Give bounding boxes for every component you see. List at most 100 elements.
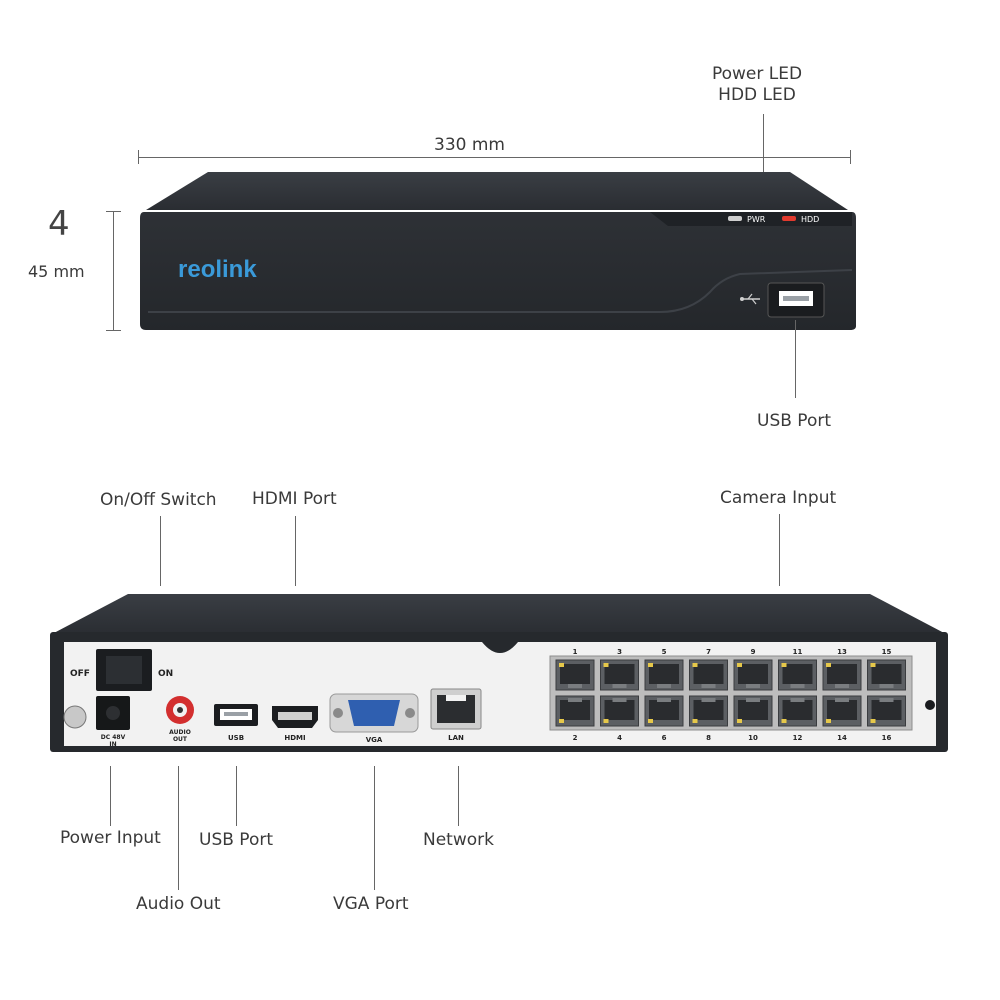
width-dimension-line xyxy=(138,157,850,158)
hdd-led-label: HDD LED xyxy=(718,85,796,105)
vga-callout-line xyxy=(374,766,375,890)
power-switch-rocker xyxy=(106,656,142,684)
audio-out-label: Audio Out xyxy=(136,894,221,914)
nvr-front-unit: PWR HDD reolink xyxy=(140,172,856,330)
audio-text-line2: OUT xyxy=(173,736,188,743)
audio-out-pin xyxy=(177,707,183,713)
camera-port-number-12: 12 xyxy=(793,734,803,742)
height-digit: 4 xyxy=(48,204,70,244)
lan-text: LAN xyxy=(448,734,464,742)
hdd-text: HDD xyxy=(801,215,819,224)
hdmi-text: HDMI xyxy=(284,734,305,742)
front-face-contour xyxy=(148,269,853,313)
camera-port-number-15: 15 xyxy=(882,648,892,656)
camera-port-number-2: 2 xyxy=(573,734,578,742)
camera-input-ports xyxy=(555,659,906,727)
onoff-callout-line xyxy=(160,516,161,586)
dc-text-line1: DC 48V xyxy=(101,734,126,741)
hdmi-callout-line xyxy=(295,516,296,586)
usb-text: USB xyxy=(228,734,244,742)
height-dimension-line xyxy=(113,211,114,331)
hdmi-port-label: HDMI Port xyxy=(252,489,337,509)
camera-port-15[interactable] xyxy=(867,659,906,691)
nvr-back-unit: OFF ON DC 48V IN AUDIO OUT USB HDMI VGA xyxy=(50,594,948,752)
camera-port-number-1: 1 xyxy=(573,648,578,656)
camera-port-9[interactable] xyxy=(733,659,773,691)
height-dimension-tick-top xyxy=(106,211,121,212)
reolink-logo: reolink xyxy=(178,256,257,283)
onoff-switch-label: On/Off Switch xyxy=(100,490,217,510)
camera-port-10[interactable] xyxy=(733,695,773,727)
camera-port-14[interactable] xyxy=(822,695,862,727)
width-dimension-label: 330 mm xyxy=(434,135,505,155)
audio-text-line1: AUDIO xyxy=(169,729,191,736)
on-text: ON xyxy=(158,669,173,679)
hdmi-contacts xyxy=(278,712,312,720)
width-dimension-tick-left xyxy=(138,150,139,164)
front-led-strip xyxy=(650,212,852,226)
camera-port-number-5: 5 xyxy=(662,648,667,656)
vga-screw-right xyxy=(405,708,415,718)
camera-port-number-6: 6 xyxy=(662,734,667,742)
rear-usb-port-label: USB Port xyxy=(199,830,274,850)
camera-port-number-3: 3 xyxy=(617,648,622,656)
vga-port-label: VGA Port xyxy=(333,894,409,914)
vga-text: VGA xyxy=(366,736,383,744)
camera-port-number-8: 8 xyxy=(706,734,711,742)
back-top-surface xyxy=(52,594,946,634)
led-callout-line xyxy=(763,114,764,176)
camera-port-1[interactable] xyxy=(555,659,595,691)
camera-port-number-14: 14 xyxy=(837,734,847,742)
camera-port-number-13: 13 xyxy=(837,648,847,656)
camera-port-13[interactable] xyxy=(822,659,862,691)
network-callout-line xyxy=(458,766,459,826)
network-label: Network xyxy=(423,830,494,850)
camera-port-numbers-bottom: 2 4 6 8 10 12 14 16 xyxy=(573,734,892,742)
power-led-label: Power LED xyxy=(711,64,803,84)
camera-port-number-11: 11 xyxy=(793,648,803,656)
camera-port-number-16: 16 xyxy=(882,734,892,742)
audio-out-callout-line xyxy=(178,766,179,890)
camera-port-7[interactable] xyxy=(689,659,728,691)
rear-usb-callout-line xyxy=(236,766,237,826)
camera-port-4[interactable] xyxy=(600,695,639,727)
camera-port-5[interactable] xyxy=(644,659,684,691)
front-usb-port-label: USB Port xyxy=(757,411,832,431)
camera-port-11[interactable] xyxy=(778,659,817,691)
camera-port-number-7: 7 xyxy=(706,648,711,656)
height-dimension-tick-bottom xyxy=(106,330,121,331)
usb-icon xyxy=(740,293,760,305)
camera-port-6[interactable] xyxy=(644,695,684,727)
camera-port-number-9: 9 xyxy=(751,648,756,656)
hdd-led xyxy=(782,216,796,221)
front-face xyxy=(140,212,856,330)
dc-power-jack-hole xyxy=(106,706,120,720)
camera-port-8[interactable] xyxy=(689,695,728,727)
lan-port-latch xyxy=(446,695,466,701)
camera-port-16[interactable] xyxy=(867,695,906,727)
camera-port-number-10: 10 xyxy=(748,734,758,742)
pwr-text: PWR xyxy=(747,215,766,224)
power-led xyxy=(728,216,742,221)
height-dimension-label: 45 mm xyxy=(28,262,85,281)
front-top-surface xyxy=(146,172,848,210)
camera-callout-line xyxy=(779,514,780,586)
camera-port-2[interactable] xyxy=(555,695,595,727)
power-input-callout-line xyxy=(110,766,111,826)
camera-port-number-4: 4 xyxy=(617,734,622,742)
camera-input-label: Camera Input xyxy=(720,488,837,508)
camera-port-12[interactable] xyxy=(778,695,817,727)
vga-screw-left xyxy=(333,708,343,718)
width-dimension-tick-right xyxy=(850,150,851,164)
back-right-screw xyxy=(925,700,935,710)
dc-text-line2: IN xyxy=(109,741,116,748)
usb-front-callout-line xyxy=(795,320,796,398)
vga-port[interactable] xyxy=(348,700,400,726)
front-usb-contact xyxy=(783,296,809,301)
camera-port-3[interactable] xyxy=(600,659,639,691)
ground-screw xyxy=(63,705,87,729)
power-input-label: Power Input xyxy=(60,828,161,848)
off-text: OFF xyxy=(70,669,90,679)
